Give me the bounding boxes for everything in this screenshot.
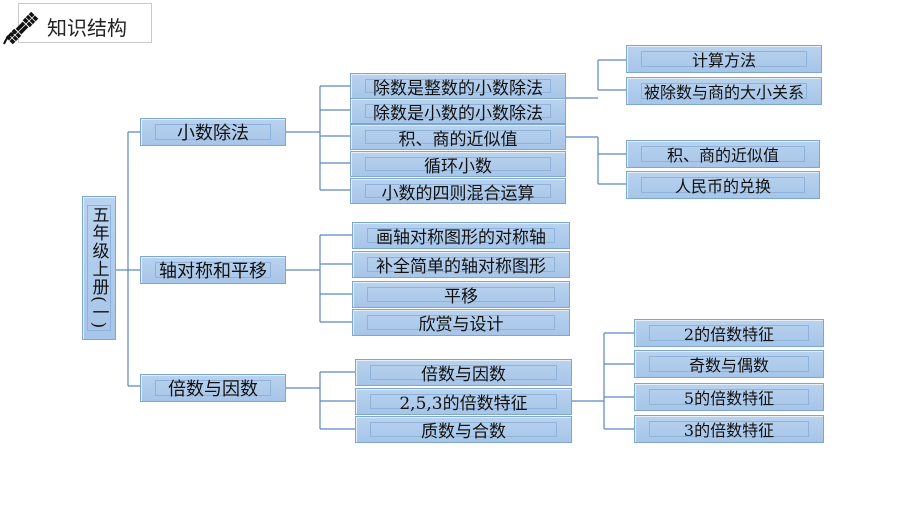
sub-label: 5的倍数特征 (683, 389, 775, 408)
sub-label: 被除数与商的大小关系 (643, 83, 804, 102)
sub-node: 计算方法 (626, 45, 822, 73)
child-node: 积、商的近似值 (350, 124, 566, 150)
branch-node-3: 倍数与因数 (140, 374, 286, 402)
sub-label: 积、商的近似值 (666, 146, 779, 165)
child-node: 倍数与因数 (355, 359, 572, 386)
branch-node-2: 轴对称和平移 (140, 256, 286, 284)
child-node: 补全简单的轴对称图形 (352, 251, 570, 278)
child-label: 小数的四则混合运算 (381, 183, 535, 204)
satellite-icon (3, 11, 39, 45)
branch-label: 倍数与因数 (168, 379, 258, 400)
child-label: 质数与合数 (421, 422, 506, 442)
child-node: 欣赏与设计 (352, 309, 570, 336)
child-label: 除数是整数的小数除法 (373, 78, 543, 99)
child-label: 欣赏与设计 (418, 315, 504, 335)
child-label: 补全简单的轴对称图形 (376, 257, 546, 277)
sub-node: 被除数与商的大小关系 (626, 77, 822, 105)
child-label: 积、商的近似值 (398, 129, 518, 150)
sub-node: 奇数与偶数 (634, 350, 824, 378)
sub-label: 人民币的兑换 (674, 177, 771, 196)
sub-label: 计算方法 (691, 51, 756, 70)
branch-label: 轴对称和平移 (159, 261, 267, 282)
root-node: 五年级上册(一) (82, 196, 116, 340)
child-label: 除数是小数的小数除法 (373, 103, 543, 124)
page-title: 知识结构 (47, 16, 127, 40)
sub-label: 2的倍数特征 (683, 325, 775, 344)
child-node: 质数与合数 (355, 416, 572, 443)
sub-node: 2的倍数特征 (634, 319, 824, 347)
child-node: 平移 (352, 281, 570, 308)
child-node: 循环小数 (350, 151, 566, 177)
child-node: 画轴对称图形的对称轴 (352, 222, 570, 249)
child-node: 小数的四则混合运算 (350, 178, 566, 204)
sub-node: 人民币的兑换 (626, 171, 820, 199)
title-box: 知识结构 (18, 3, 152, 43)
child-node: 除数是小数的小数除法 (350, 98, 566, 124)
child-label: 循环小数 (424, 156, 492, 177)
sub-node: 积、商的近似值 (626, 140, 820, 168)
branch-node-1: 小数除法 (140, 118, 286, 146)
sub-node: 3的倍数特征 (634, 415, 824, 443)
child-label: 2,5,3的倍数特征 (399, 394, 528, 414)
child-label: 画轴对称图形的对称轴 (376, 228, 546, 248)
sub-label: 3的倍数特征 (683, 421, 775, 440)
branch-label: 小数除法 (177, 123, 249, 144)
child-node: 除数是整数的小数除法 (350, 73, 566, 99)
sub-label: 奇数与偶数 (688, 356, 769, 375)
child-label: 平移 (444, 287, 478, 307)
child-node: 2,5,3的倍数特征 (355, 388, 572, 415)
root-label: 五年级上册(一) (88, 206, 109, 330)
sub-node: 5的倍数特征 (634, 383, 824, 411)
child-label: 倍数与因数 (421, 365, 506, 385)
